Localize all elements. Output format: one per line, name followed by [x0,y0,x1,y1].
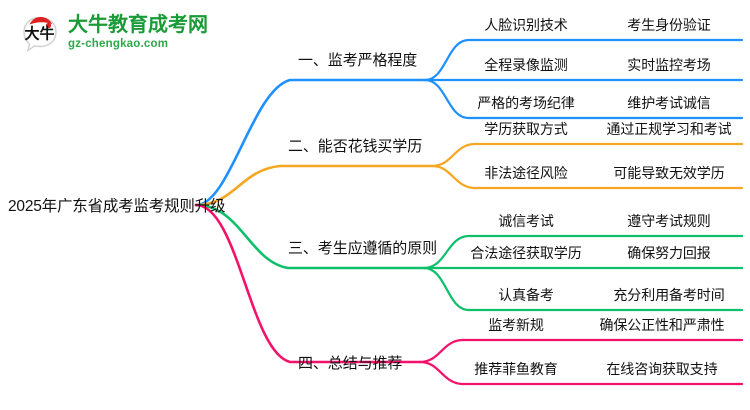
leaf-l2-2-2: 非法途径风险 [484,165,568,181]
leaf-l3-4-1: 确保公正性和严肃性 [599,317,725,333]
leaf-l3-1-3: 维护考试诚信 [627,95,711,111]
branch-label-3[interactable]: 三、考生应遵循的原则 [288,237,437,258]
branch-label-2[interactable]: 二、能否花钱买学历 [288,135,422,156]
leaf-row-3-1[interactable]: 诚信考试 遵守考试规则 [456,206,742,236]
leaf-row-4-2[interactable]: 推荐菲鱼教育 在线咨询获取支持 [450,354,742,384]
center-topic-label: 2025年广东省成考监考规则升级 [8,198,226,215]
leaf-row-3-2[interactable]: 合法途径获取学历 确保努力回报 [456,238,742,268]
leaf-l3-1-1: 考生身份验证 [627,17,711,33]
leaf-l2-2-1: 学历获取方式 [484,121,568,137]
daniu-speech-bubble-logo-icon: 大牛 [18,11,62,55]
leaf-l2-3-2: 合法途径获取学历 [470,245,582,261]
branch-3-text: 三、考生应遵循的原则 [288,240,438,257]
leaf-row-2-1[interactable]: 学历获取方式 通过正规学习和考试 [456,114,742,144]
leaf-l3-2-1: 通过正规学习和考试 [606,121,732,137]
leaf-row-3-3[interactable]: 认真备考 充分利用备考时间 [456,280,742,310]
site-logo[interactable]: 大牛 大牛教育成考网 gz-chengkao.com [18,8,218,58]
branch-label-1[interactable]: 一、监考严格程度 [298,49,417,70]
leaf-l3-3-3: 充分利用备考时间 [613,287,725,303]
leaf-l3-3-1: 遵守考试规则 [627,213,711,229]
leaf-l2-4-1: 监考新规 [488,317,544,333]
leaf-row-1-1[interactable]: 人脸识别技术 考生身份验证 [456,10,742,40]
center-topic-node[interactable]: 2025年广东省成考监考规则升级 [8,191,225,219]
logo-title: 大牛教育成考网 [68,14,208,37]
leaf-l2-1-3: 严格的考场纪律 [477,95,575,111]
leaf-l2-1-2: 全程录像监测 [484,57,568,73]
leaf-l2-3-1: 诚信考试 [498,213,554,229]
leaf-l3-1-2: 实时监控考场 [627,57,711,73]
leaf-l3-2-2: 可能导致无效学历 [613,165,725,181]
leaf-l3-3-2: 确保努力回报 [627,245,711,261]
leaf-l2-4-2: 推荐菲鱼教育 [474,361,558,377]
leaf-l2-3-3: 认真备考 [498,287,554,303]
leaf-row-1-2[interactable]: 全程录像监测 实时监控考场 [456,50,742,80]
branch-1-text: 一、监考严格程度 [298,52,418,69]
svg-text:大牛: 大牛 [24,25,54,43]
leaf-l2-1-1: 人脸识别技术 [484,17,568,33]
branch-2-text: 二、能否花钱买学历 [288,138,423,155]
leaf-row-4-1[interactable]: 监考新规 确保公正性和严肃性 [450,310,742,340]
branch-4-text: 四、总结与推荐 [298,355,403,372]
leaf-row-2-2[interactable]: 非法途径风险 可能导致无效学历 [456,158,742,188]
logo-url: gz-chengkao.com [68,38,169,51]
branch-label-4[interactable]: 四、总结与推荐 [298,352,402,373]
leaf-l3-4-2: 在线咨询获取支持 [606,361,718,377]
leaf-row-1-3[interactable]: 严格的考场纪律 维护考试诚信 [456,88,742,118]
